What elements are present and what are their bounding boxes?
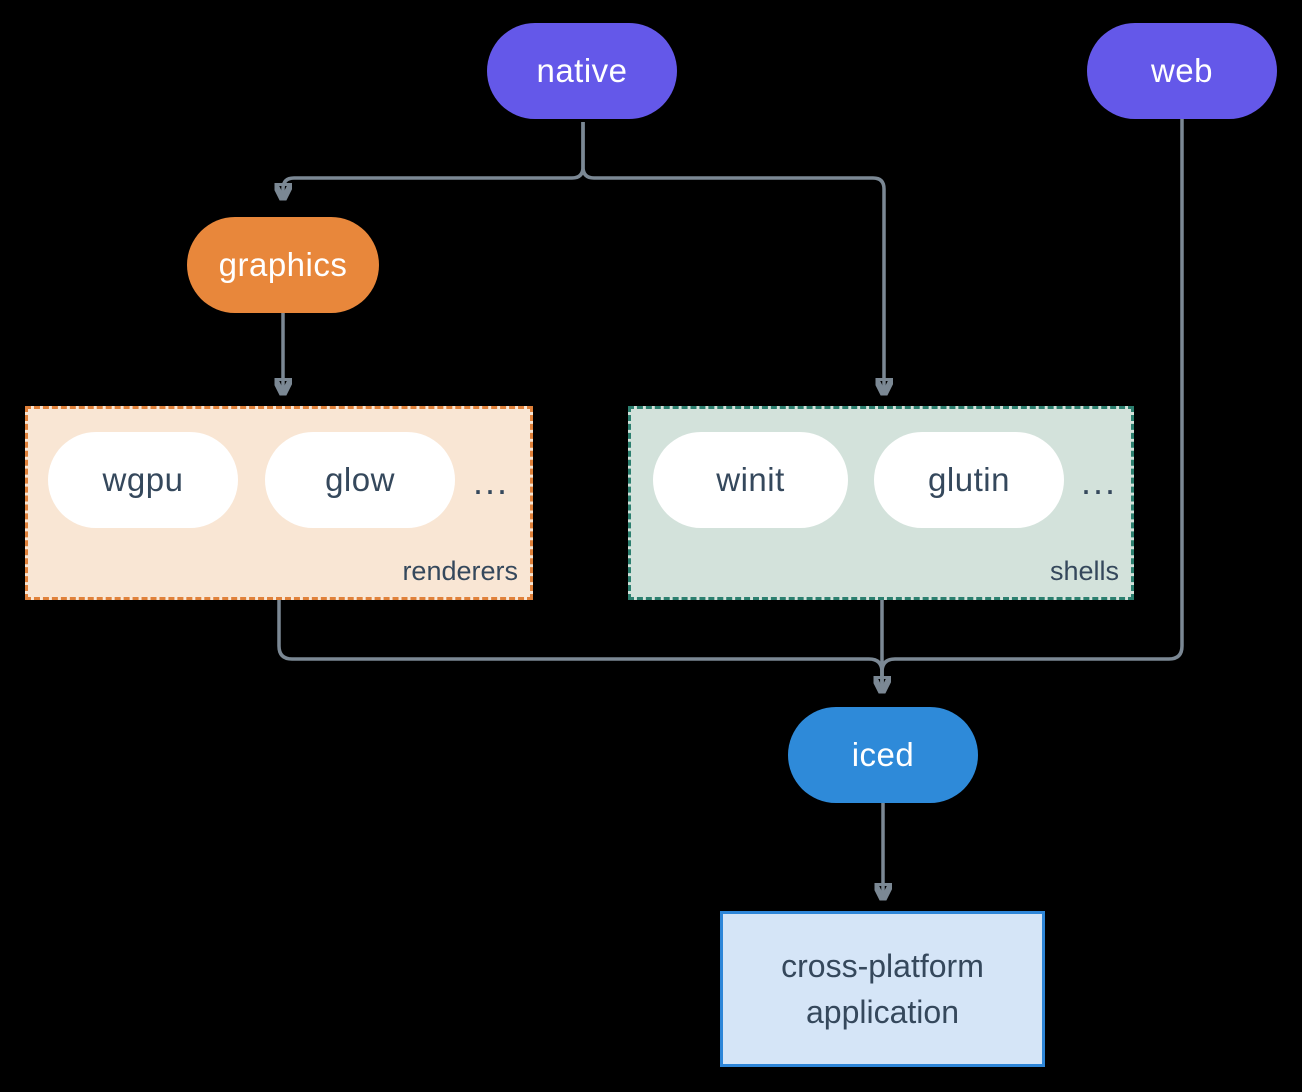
group-shells: winit glutin ... shells: [628, 406, 1134, 600]
node-native: native: [487, 23, 677, 119]
node-iced-label: iced: [851, 736, 915, 773]
node-cross-platform-application-label: cross-platform application: [781, 947, 984, 1030]
node-winit-label: winit: [716, 461, 785, 498]
node-wgpu-label: wgpu: [102, 461, 184, 498]
edge-native-graphics: [283, 122, 585, 196]
shells-ellipsis: ...: [1081, 461, 1118, 502]
node-graphics: graphics: [187, 217, 379, 313]
node-graphics-label: graphics: [218, 246, 348, 283]
node-web-label: web: [1150, 52, 1214, 89]
node-web: web: [1087, 23, 1277, 119]
node-cross-platform-application: cross-platform application: [720, 911, 1045, 1067]
node-glutin-label: glutin: [928, 461, 1010, 498]
group-renderers: wgpu glow ... renderers: [25, 406, 533, 600]
renderers-ellipsis: ...: [473, 461, 510, 502]
edge-renderers-merge: [277, 600, 884, 683]
node-glow-label: glow: [325, 461, 395, 498]
renderers-group-label: renderers: [402, 556, 518, 586]
node-glow: glow: [265, 432, 455, 528]
node-native-label: native: [536, 52, 628, 89]
node-glutin: glutin: [874, 432, 1064, 528]
edge-native-shells: [581, 122, 884, 391]
node-winit: winit: [653, 432, 848, 528]
node-wgpu: wgpu: [48, 432, 238, 528]
node-iced: iced: [788, 707, 978, 803]
shells-group-label: shells: [1049, 556, 1119, 586]
